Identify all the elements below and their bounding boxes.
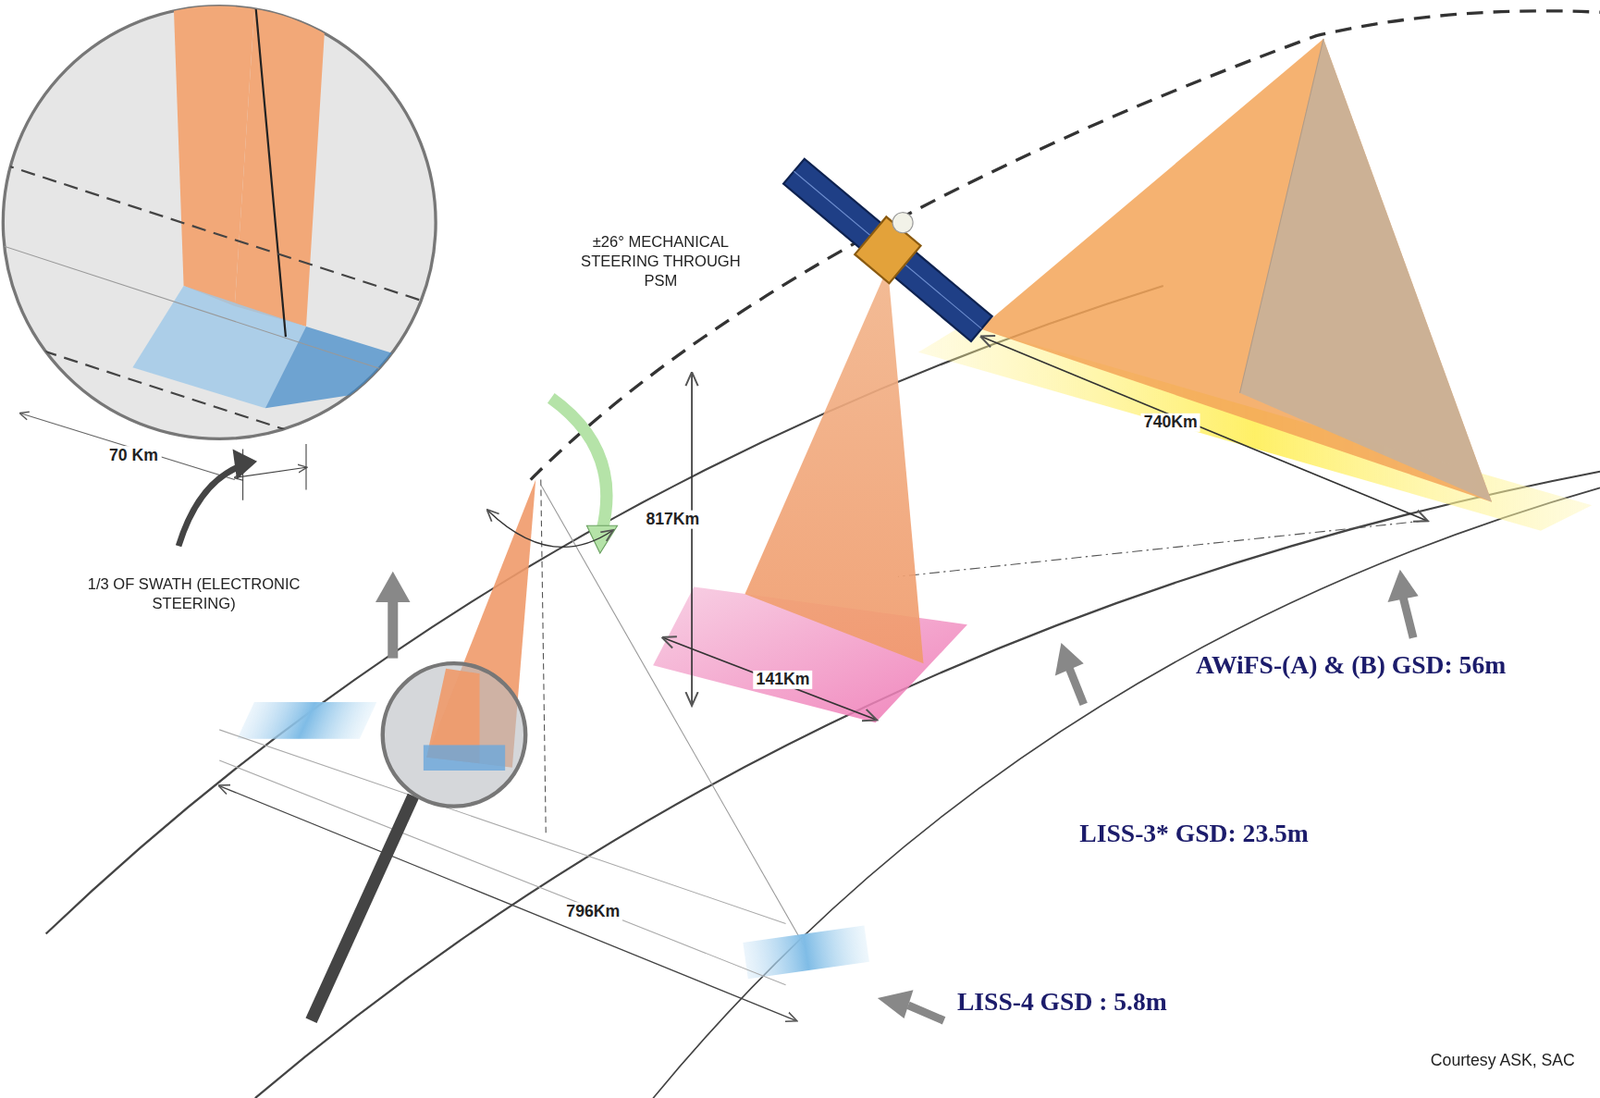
sensor-label: AWiFS-(A) & (B) GSD: 56m xyxy=(1195,651,1506,680)
dimension-label: 817Km xyxy=(642,510,703,530)
credit-note: Courtesy ASK, SAC xyxy=(1430,1050,1576,1070)
sensor-label: LISS-3* GSD: 23.5m xyxy=(1079,819,1309,849)
dimension-label: 796Km xyxy=(563,901,624,921)
swath-note: 1/3 OF SWATH (ELECTRONIC STEERING) xyxy=(81,574,307,613)
steering-note: ±26° MECHANICAL STEERING THROUGH PSM xyxy=(571,233,751,291)
dimension-label: 141Km xyxy=(752,670,813,690)
sensor-label: LISS-4 GSD : 5.8m xyxy=(957,987,1168,1017)
dimension-label: 740Km xyxy=(1141,413,1202,432)
dimension-label: 70 Km xyxy=(106,445,162,465)
